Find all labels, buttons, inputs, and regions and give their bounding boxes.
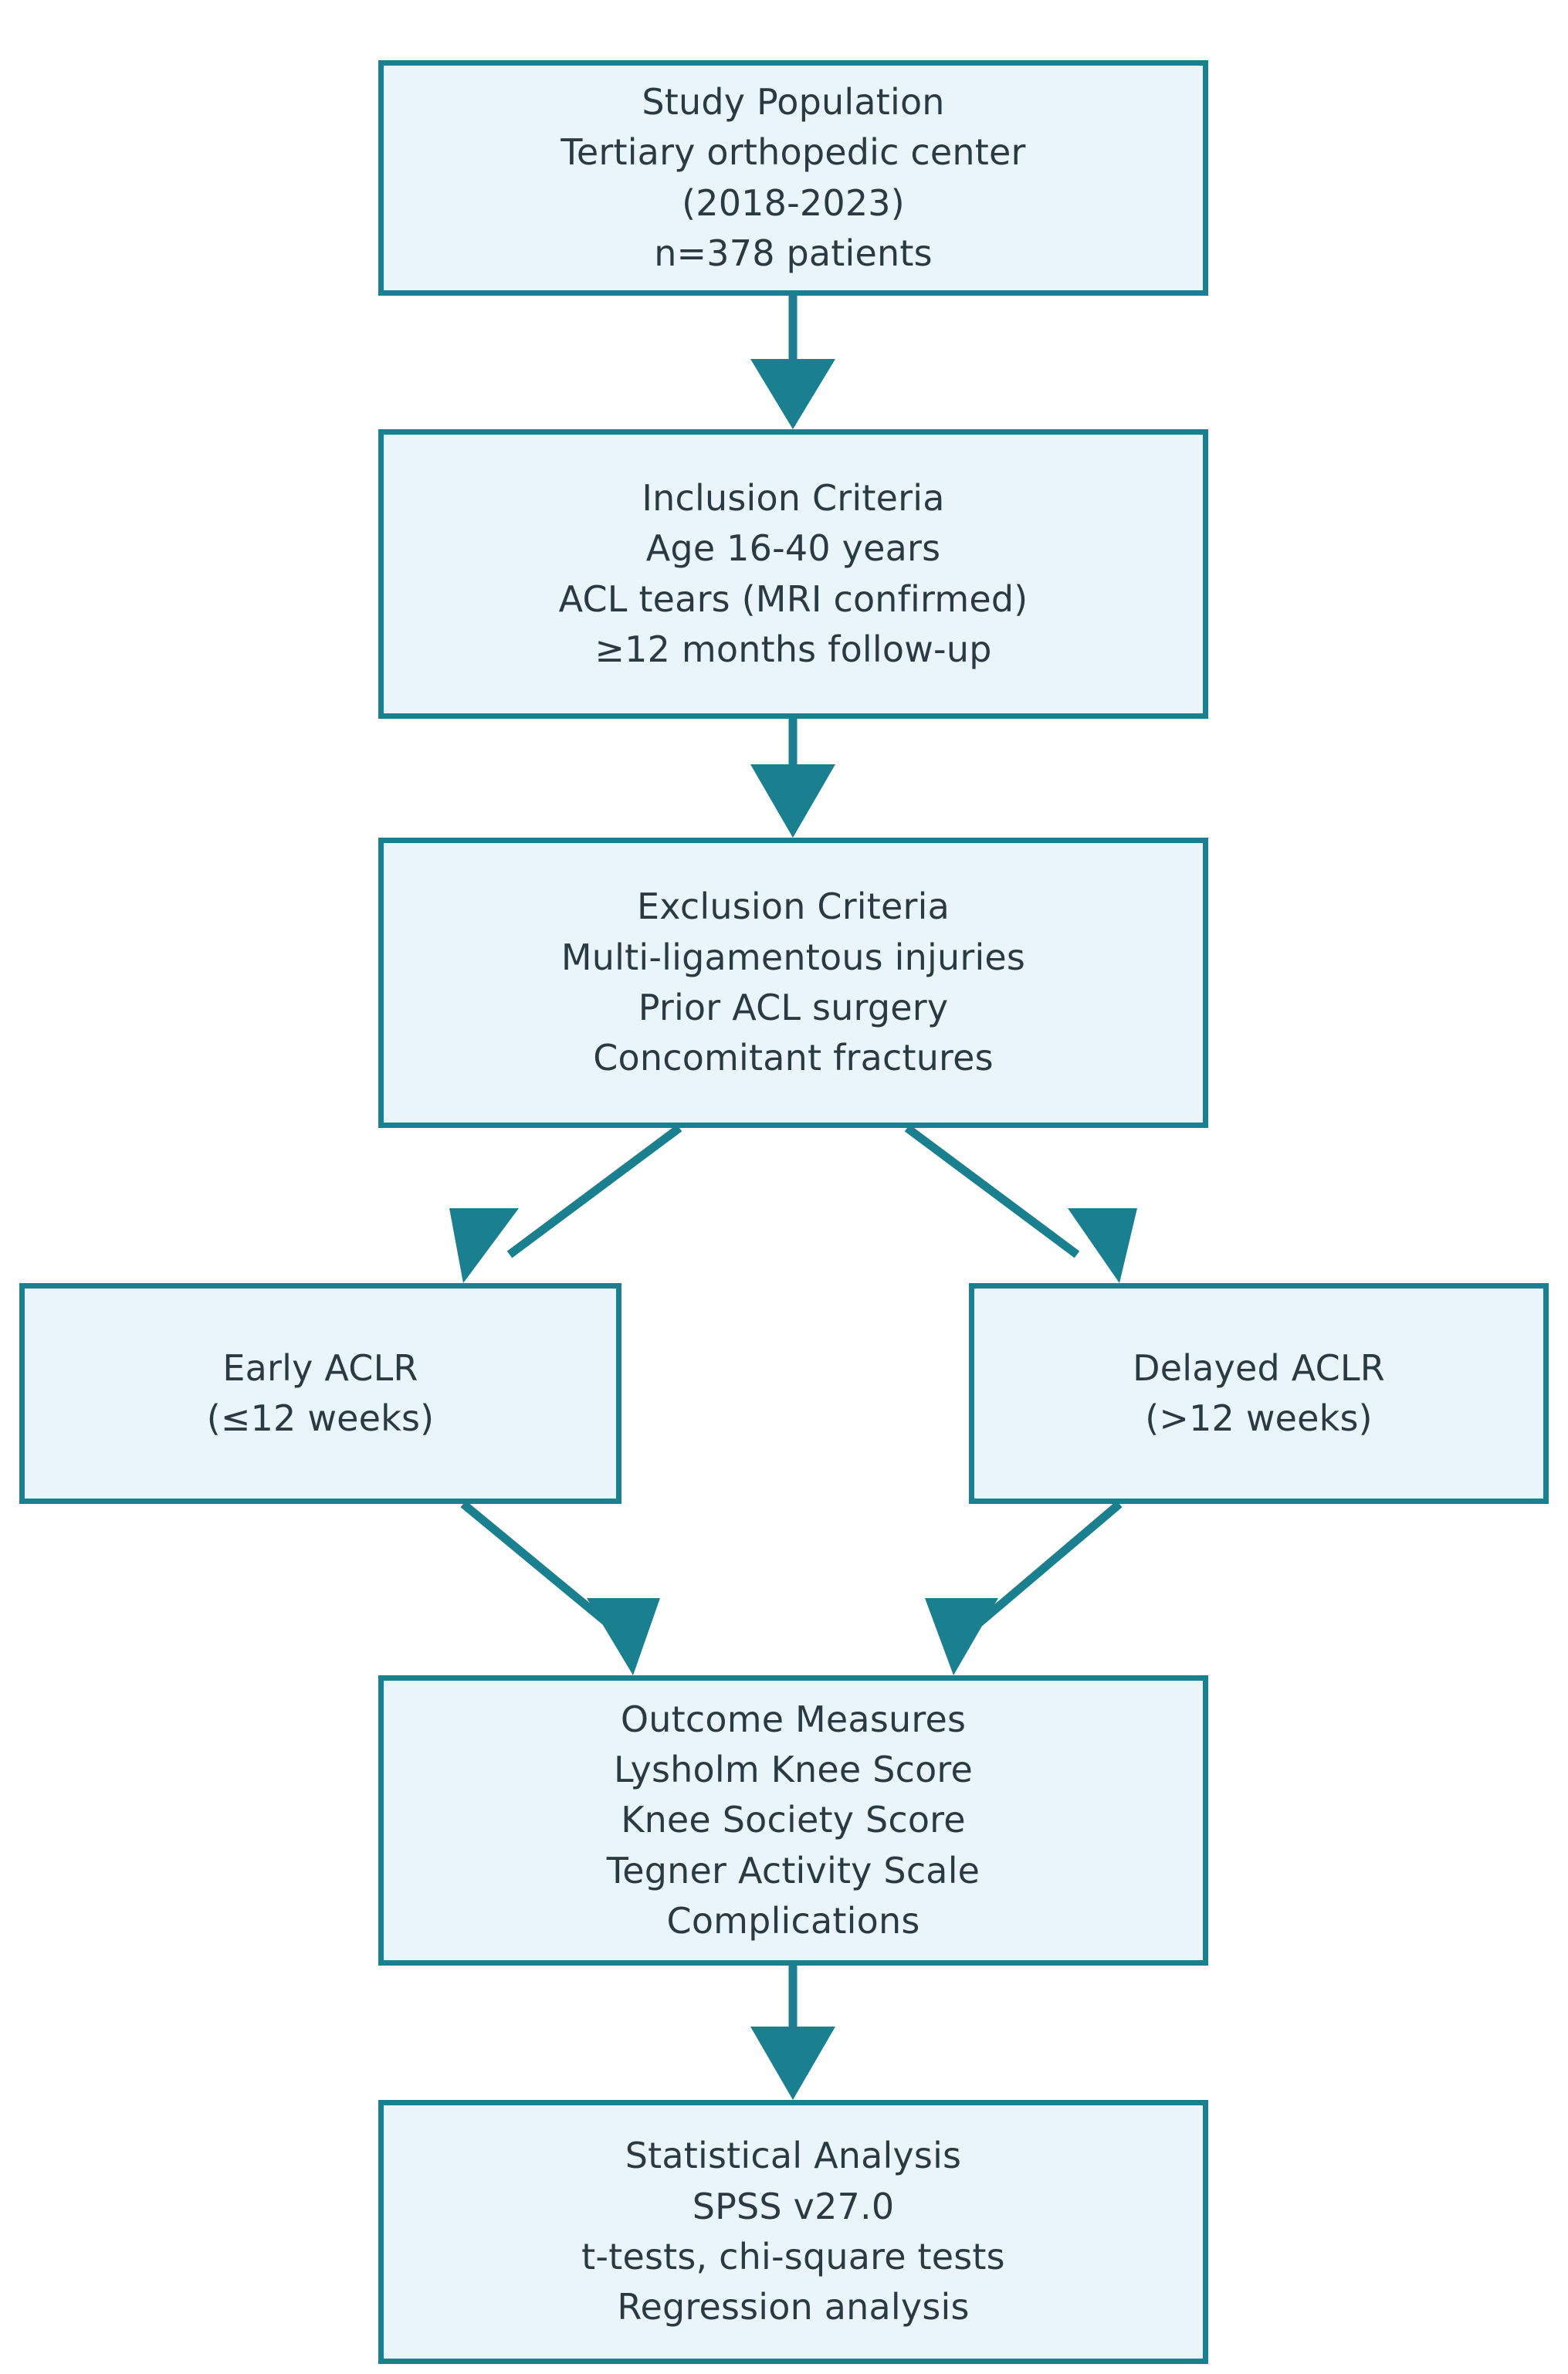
node-delayed-aclr[interactable]: Delayed ACLR (>12 weeks) <box>969 1283 1549 1504</box>
node-exclusion-criteria-line-4: Concomitant fractures <box>593 1037 994 1079</box>
node-exclusion-criteria-line-1: Exclusion Criteria <box>637 886 950 928</box>
node-outcome-measures[interactable]: Outcome Measures Lysholm Knee Score Knee… <box>378 1675 1208 1966</box>
node-inclusion-criteria-line-3: ACL tears (MRI confirmed) <box>558 577 1028 620</box>
node-study-population-line-2: Tertiary orthopedic center <box>560 131 1026 174</box>
node-inclusion-criteria-line-2: Age 16-40 years <box>645 527 941 570</box>
node-exclusion-criteria-line-3: Prior ACL surgery <box>638 987 949 1028</box>
node-statistical-analysis-line-1: Statistical Analysis <box>625 2135 962 2177</box>
edge-outcome-measures-to-statistical-analysis <box>750 1966 835 2100</box>
node-outcome-measures-line-1: Outcome Measures <box>620 1698 967 1740</box>
node-study-population[interactable]: Study Population Tertiary orthopedic cen… <box>378 60 1208 296</box>
node-inclusion-criteria-line-1: Inclusion Criteria <box>642 476 945 519</box>
node-statistical-analysis-line-4: Regression analysis <box>617 2286 970 2328</box>
edge-exclusion-criteria-to-early-aclr <box>449 1124 682 1283</box>
node-exclusion-criteria-line-2: Multi-ligamentous injuries <box>560 936 1026 978</box>
node-early-aclr-line-2: (≤12 weeks) <box>206 1397 435 1439</box>
edge-inclusion-criteria-to-exclusion-criteria <box>750 719 835 838</box>
node-inclusion-criteria[interactable]: Inclusion Criteria Age 16-40 years ACL t… <box>378 429 1208 719</box>
edge-study-population-to-inclusion-criteria <box>750 296 835 429</box>
node-statistical-analysis-line-3: t-tests, chi-square tests <box>581 2236 1005 2277</box>
node-outcome-measures-line-2: Lysholm Knee Score <box>613 1749 974 1791</box>
edge-early-aclr-to-outcome-measures <box>460 1500 660 1675</box>
node-delayed-aclr-line-1: Delayed ACLR <box>1133 1346 1385 1389</box>
node-statistical-analysis-line-2: SPSS v27.0 <box>692 2185 895 2227</box>
node-outcome-measures-line-3: Knee Society Score <box>621 1799 966 1841</box>
edge-exclusion-criteria-to-delayed-aclr <box>904 1124 1137 1283</box>
node-exclusion-criteria[interactable]: Exclusion Criteria Multi-ligamentous inj… <box>378 838 1208 1128</box>
node-early-aclr-line-1: Early ACLR <box>222 1346 418 1389</box>
node-study-population-line-4: n=378 patients <box>654 232 933 274</box>
node-study-population-line-3: (2018-2023) <box>682 181 905 224</box>
node-early-aclr[interactable]: Early ACLR (≤12 weeks) <box>19 1283 621 1504</box>
node-delayed-aclr-line-2: (>12 weeks) <box>1145 1397 1373 1439</box>
node-inclusion-criteria-line-4: ≥12 months follow-up <box>594 628 992 670</box>
node-study-population-line-1: Study Population <box>642 80 945 123</box>
node-outcome-measures-line-5: Complications <box>666 1899 920 1942</box>
node-outcome-measures-line-4: Tegner Activity Scale <box>606 1849 980 1891</box>
edge-delayed-aclr-to-outcome-measures <box>925 1500 1123 1675</box>
node-statistical-analysis[interactable]: Statistical Analysis SPSS v27.0 t-tests,… <box>378 2100 1208 2364</box>
